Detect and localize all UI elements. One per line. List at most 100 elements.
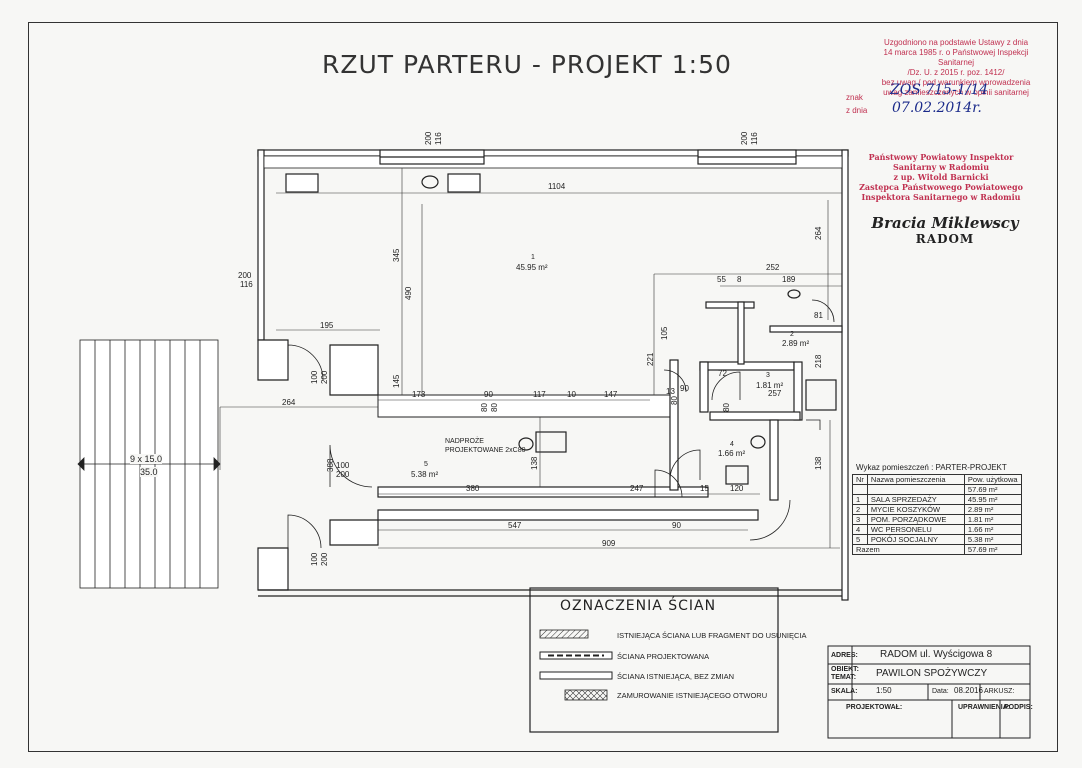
inspector-line: Inspektora Sanitarnego w Radomiu [861, 192, 1021, 202]
row-name: POKÓJ SOCJALNY [866, 534, 965, 545]
schedule-heading: Wykaz pomieszczeń : PARTER-PROJEKT [856, 463, 1007, 472]
tb-obiekt: PAWILON SPOŻYWCZY [876, 668, 988, 679]
tb-skala: 1:50 [876, 686, 892, 695]
table-row: 5 POKÓJ SOCJALNY 5.38 m² [852, 534, 1022, 545]
legend-item-existing-unchanged: ŚCIANA ISTNIEJĄCA, BEZ ZMIAN [617, 672, 735, 681]
inspector-line: Państwowy Powiatowy Inspektor [868, 152, 1014, 162]
dim-80d: 80 [722, 403, 731, 412]
legend-title: OZNACZENIA ŚCIAN [560, 598, 717, 614]
room-schedule: Nr Nazwa pomieszczenia Pow. użytkowa 57.… [852, 474, 1022, 555]
dim-264-left: 264 [282, 398, 296, 407]
dim-116-top2: 116 [750, 132, 759, 145]
dim-55: 55 [717, 275, 726, 284]
row-no: 4 [852, 524, 868, 535]
znak-value: ZOS 715-1/14 [890, 82, 989, 98]
company-city: RADOM [915, 232, 975, 246]
dim-116-top1: 116 [434, 132, 443, 145]
room-3-number: 3 [766, 372, 770, 379]
dim-138b: 138 [814, 456, 823, 470]
room-1-area: 45.95 m² [516, 263, 548, 272]
row-name: WC PERSONELU [866, 524, 965, 535]
opening-note-line2: PROJEKTOWANE 2xC80 [445, 447, 526, 454]
dim-218: 218 [814, 354, 823, 368]
dim-90b: 90 [680, 384, 689, 393]
dim-257: 257 [768, 389, 782, 398]
inspector-line: Zastępca Państwowego Powiatowego [859, 182, 1023, 192]
dim-221: 221 [646, 352, 655, 366]
tb-podpis-label: PODPIS: [1004, 704, 1033, 711]
dim-195: 195 [320, 321, 334, 330]
dim-15: 15 [700, 484, 709, 493]
dim-100b: 100 [336, 461, 350, 470]
tb-temat-label: TEMAT: [831, 674, 857, 681]
dim-72: 72 [718, 369, 727, 378]
room-3-area: 1.81 m² [756, 381, 784, 390]
dim-120: 120 [730, 484, 744, 493]
date-value: 07.02.2014r. [892, 100, 982, 116]
row-area: 45.95 m² [963, 494, 1022, 505]
dim-100c: 100 [310, 552, 319, 566]
dim-490: 490 [404, 286, 413, 300]
dim-264-right: 264 [814, 226, 823, 240]
table-row: 2 MYCIE KOSZYKÓW 2.89 m² [852, 504, 1022, 515]
tb-arkusz-label: ARKUSZ: [984, 688, 1015, 695]
dim-90c: 90 [672, 521, 681, 530]
approval-line: /Dz. U. z 2015 r. poz. 1412/ [907, 68, 1005, 77]
dim-138a: 138 [530, 456, 539, 470]
approval-stamp: Uzgodniono na podstawie Ustawy z dnia 14… [866, 38, 1046, 98]
stairs-tread: 35.0 [140, 467, 158, 477]
dim-200-window-left: 200 [238, 271, 252, 280]
inspector-line: z up. Witold Barnicki [893, 172, 989, 182]
tb-skala-label: SKALA: [831, 688, 858, 695]
dim-247: 247 [630, 484, 644, 493]
dim-200-top1: 200 [424, 131, 433, 145]
dim-90a: 90 [484, 390, 493, 399]
dim-200-top2: 200 [740, 131, 749, 145]
dim-388: 388 [326, 458, 335, 472]
inspector-stamp: Państwowy Powiatowy Inspektor Sanitarny … [856, 152, 1026, 202]
row-name: MYCIE KOSZYKÓW [866, 504, 965, 515]
table-row: 1 SALA SPRZEDAŻY 45.95 m² [852, 494, 1022, 505]
schedule-total-top: 57.69 m² [963, 484, 1022, 495]
schedule-col-no: Nr [852, 474, 868, 485]
room-4-number: 4 [730, 441, 734, 448]
dim-10: 10 [567, 390, 576, 399]
inspector-line: Sanitarny w Radomiu [892, 162, 990, 172]
dim-top-width: 1104 [548, 182, 566, 191]
dim-345: 345 [392, 248, 401, 262]
znak-label: znak [846, 93, 863, 102]
row-no: 1 [852, 494, 868, 505]
row-area: 2.89 m² [963, 504, 1022, 515]
tb-adres: RADOM ul. Wyścigowa 8 [880, 649, 993, 660]
room-2-area: 2.89 m² [782, 339, 810, 348]
legend-item-bricked-opening: ZAMUROWANIE ISTNIEJĄCEGO OTWORU [617, 691, 768, 700]
dim-8: 8 [737, 275, 742, 284]
row-area: 5.38 m² [963, 534, 1022, 545]
tb-obiekt-label: OBIEKT: [831, 666, 859, 673]
dim-189: 189 [782, 275, 796, 284]
dim-117: 117 [533, 390, 546, 399]
tb-adres-label: ADRES: [831, 652, 858, 659]
dim-200e: 200 [320, 552, 329, 566]
schedule-col-name: Nazwa pomieszczenia [866, 474, 965, 485]
dim-252: 252 [766, 263, 780, 272]
row-no: 3 [852, 514, 868, 525]
approval-line: uwag zamieszczonych w opinii sanitarnej [883, 88, 1029, 97]
opening-note-line1: NADPROŻE [445, 438, 484, 445]
approval-line: bez uwag / pod warunkiem wprowadzenia [881, 78, 1031, 87]
dim-380: 380 [466, 484, 480, 493]
tb-data-label: Data: [932, 688, 949, 695]
tb-uprawnienia-label: UPRAWNIENIA: [958, 704, 1011, 711]
table-row: 4 WC PERSONELU 1.66 m² [852, 524, 1022, 535]
dim-116-window-left: 116 [240, 280, 253, 289]
row-name: SALA SPRZEDAŻY [866, 494, 965, 505]
room-1-number: 1 [531, 254, 535, 261]
dim-100a: 100 [310, 370, 319, 384]
dim-13: 13 [666, 387, 675, 396]
tb-data: 08.2016 [954, 686, 983, 695]
drawing-title: RZUT PARTERU - PROJEKT 1:50 [322, 50, 732, 79]
row-area: 1.81 m² [963, 514, 1022, 525]
room-4-area: 1.66 m² [718, 449, 746, 458]
approval-line: 14 marca 1985 r. o Państwowej Inspekcji … [883, 48, 1029, 67]
